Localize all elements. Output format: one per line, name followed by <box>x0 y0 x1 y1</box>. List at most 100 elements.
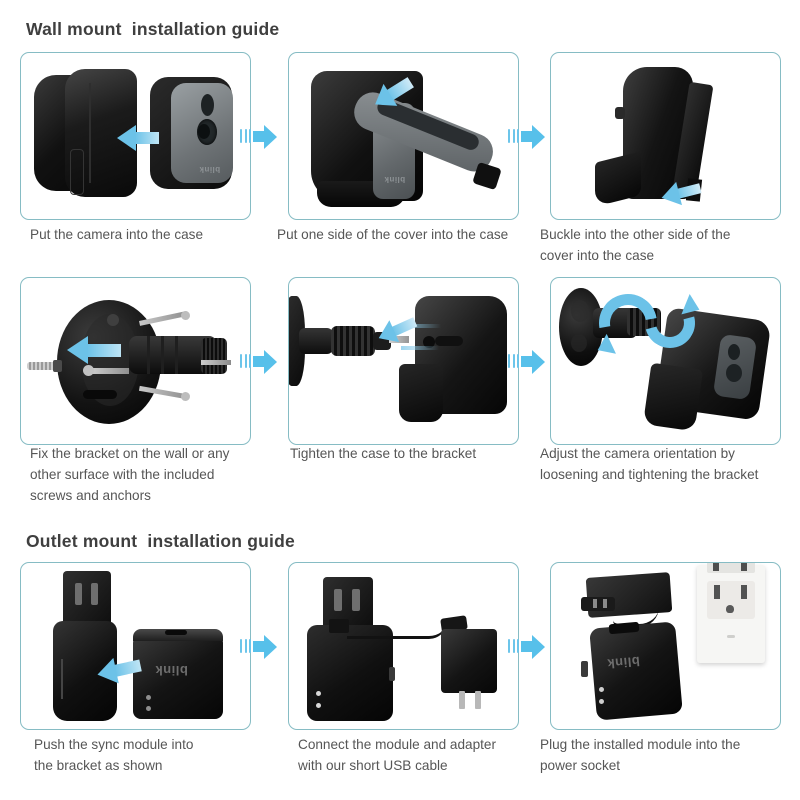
module-body-front <box>307 625 393 721</box>
illustration-tighten-case-bracket <box>289 278 518 444</box>
illustration-camera-into-case: blink <box>21 53 250 219</box>
outlet-slot-lower-left <box>714 585 720 599</box>
bracket-prong-right <box>603 599 607 608</box>
power-adapter-body <box>441 629 497 693</box>
caption-bracket-screws-anchors: Fix the bracket on the wall or any other… <box>30 446 230 503</box>
outlet-socket-upper <box>707 563 755 573</box>
led-indicator-5 <box>599 687 604 692</box>
caption-tighten-case-bracket: Tighten the case to the bracket <box>290 446 477 461</box>
caption-push-sync-module: Push the sync module into the bracket as… <box>34 737 194 773</box>
bracket-prong-left <box>593 599 597 608</box>
outlet-slot-upper-left <box>713 563 719 571</box>
arrow-right-connector-6 <box>508 633 548 659</box>
bracket-slot <box>83 390 117 399</box>
bracket-screw-shaft <box>389 336 409 343</box>
bracket-arm-rib-2 <box>161 336 164 374</box>
led-indicator-6 <box>599 699 604 704</box>
panel-bracket-screws-anchors <box>20 277 251 445</box>
caption-camera-into-case: Put the camera into the case <box>30 227 204 242</box>
module-side-button <box>389 667 395 681</box>
section-title-outlet-mount: Outlet mount installation guide <box>26 531 295 551</box>
outlet-slot-upper-right <box>741 563 747 571</box>
bracket-usb-connector <box>581 597 615 611</box>
bracket-stud <box>373 332 391 350</box>
prong-slot-left <box>75 583 82 605</box>
screw-center <box>87 368 129 374</box>
adapter-prong-left <box>459 691 465 709</box>
installed-module-brand-label: blink <box>606 653 641 672</box>
sync-module-body <box>133 635 223 719</box>
cover-tip <box>472 161 502 191</box>
panel-tighten-case-bracket <box>288 277 519 445</box>
sync-module-usb-port <box>165 630 187 635</box>
module-side-button-2 <box>581 661 588 677</box>
panel-cover-one-side: blink <box>288 52 519 220</box>
caption-cover-one-side: Put one side of the cover into the case <box>277 227 509 242</box>
screw-top-head <box>180 310 191 321</box>
arrow-left-blue-3 <box>67 336 121 364</box>
camera-sensor <box>201 94 214 116</box>
arrow-right-connector-4 <box>508 348 548 374</box>
camera-lens-tilted <box>726 364 742 382</box>
motion-streak-2 <box>401 346 439 350</box>
bracket-disc-hole-top <box>571 300 589 322</box>
motion-streak-1 <box>399 324 441 328</box>
arrow-left-blue-4 <box>373 311 420 350</box>
wall-anchor-head <box>53 360 62 372</box>
panel-module-adapter-cable <box>288 562 519 730</box>
panel-camera-into-case: blink <box>20 52 251 220</box>
bracket-seam <box>61 659 63 699</box>
caption-adjust-orientation: Adjust the camera orientation by looseni… <box>540 446 759 482</box>
prong-slot-left-2 <box>334 589 342 611</box>
wall-anchor <box>27 362 57 370</box>
bracket-knurl <box>331 326 375 356</box>
camera-brand-label-2: blink <box>384 175 406 184</box>
arrow-right-connector-2 <box>508 123 548 149</box>
led-indicator-1 <box>146 695 151 700</box>
usb-cable <box>347 621 447 639</box>
arrow-left-blue <box>117 125 159 151</box>
led-indicator-4 <box>316 703 321 708</box>
screw-right <box>201 360 231 365</box>
panel-adjust-orientation <box>550 277 781 445</box>
bracket-screw-hole-top <box>107 314 119 326</box>
arrow-right-connector-3 <box>240 348 280 374</box>
illustration-push-sync-module: blink <box>21 563 250 729</box>
screw-bottom-head <box>180 391 191 402</box>
bracket-wall-plate <box>289 296 305 386</box>
installed-module-body <box>589 621 683 721</box>
outlet-plate-screw <box>727 635 735 638</box>
prong-slot-right <box>91 583 98 605</box>
case-slot <box>70 149 84 195</box>
led-indicator-2 <box>146 706 151 711</box>
case-side-knob <box>615 107 625 119</box>
illustration-cover-one-side: blink <box>289 53 518 219</box>
outlet-ground-hole <box>726 605 734 613</box>
usb-plug-connector <box>329 619 349 633</box>
section-title-wall-mount: Wall mount installation guide <box>26 19 280 39</box>
caption-module-into-socket: Plug the installed module into the power… <box>540 737 741 773</box>
screw-center-head <box>83 365 94 376</box>
case-seam <box>89 83 91 183</box>
camera-sensor-tilted <box>728 344 740 360</box>
led-indicator-3 <box>316 691 321 696</box>
outlet-bracket-body <box>53 621 117 721</box>
outlet-slot-lower-right <box>741 585 747 599</box>
camera-lens-inner <box>198 124 210 139</box>
bracket-knurled-nut <box>201 338 227 374</box>
screw-top <box>139 311 187 326</box>
case-foot-tilted <box>642 362 704 432</box>
case-mount-slot <box>435 336 463 346</box>
illustration-buckle-other-side <box>551 53 780 219</box>
arrow-right-connector-5 <box>240 633 280 659</box>
bracket-arm-rib-3 <box>175 336 178 374</box>
bracket-disc-hole-bottom <box>571 334 587 352</box>
panel-push-sync-module: blink <box>20 562 251 730</box>
caption-buckle-other-side: Buckle into the other side of the cover … <box>540 227 731 263</box>
case-foot-right <box>399 364 443 422</box>
sync-module-brand-label: blink <box>155 663 188 678</box>
panel-module-into-socket: blink <box>550 562 781 730</box>
illustration-adjust-orientation <box>551 278 780 444</box>
prong-slot-right-2 <box>352 589 360 611</box>
